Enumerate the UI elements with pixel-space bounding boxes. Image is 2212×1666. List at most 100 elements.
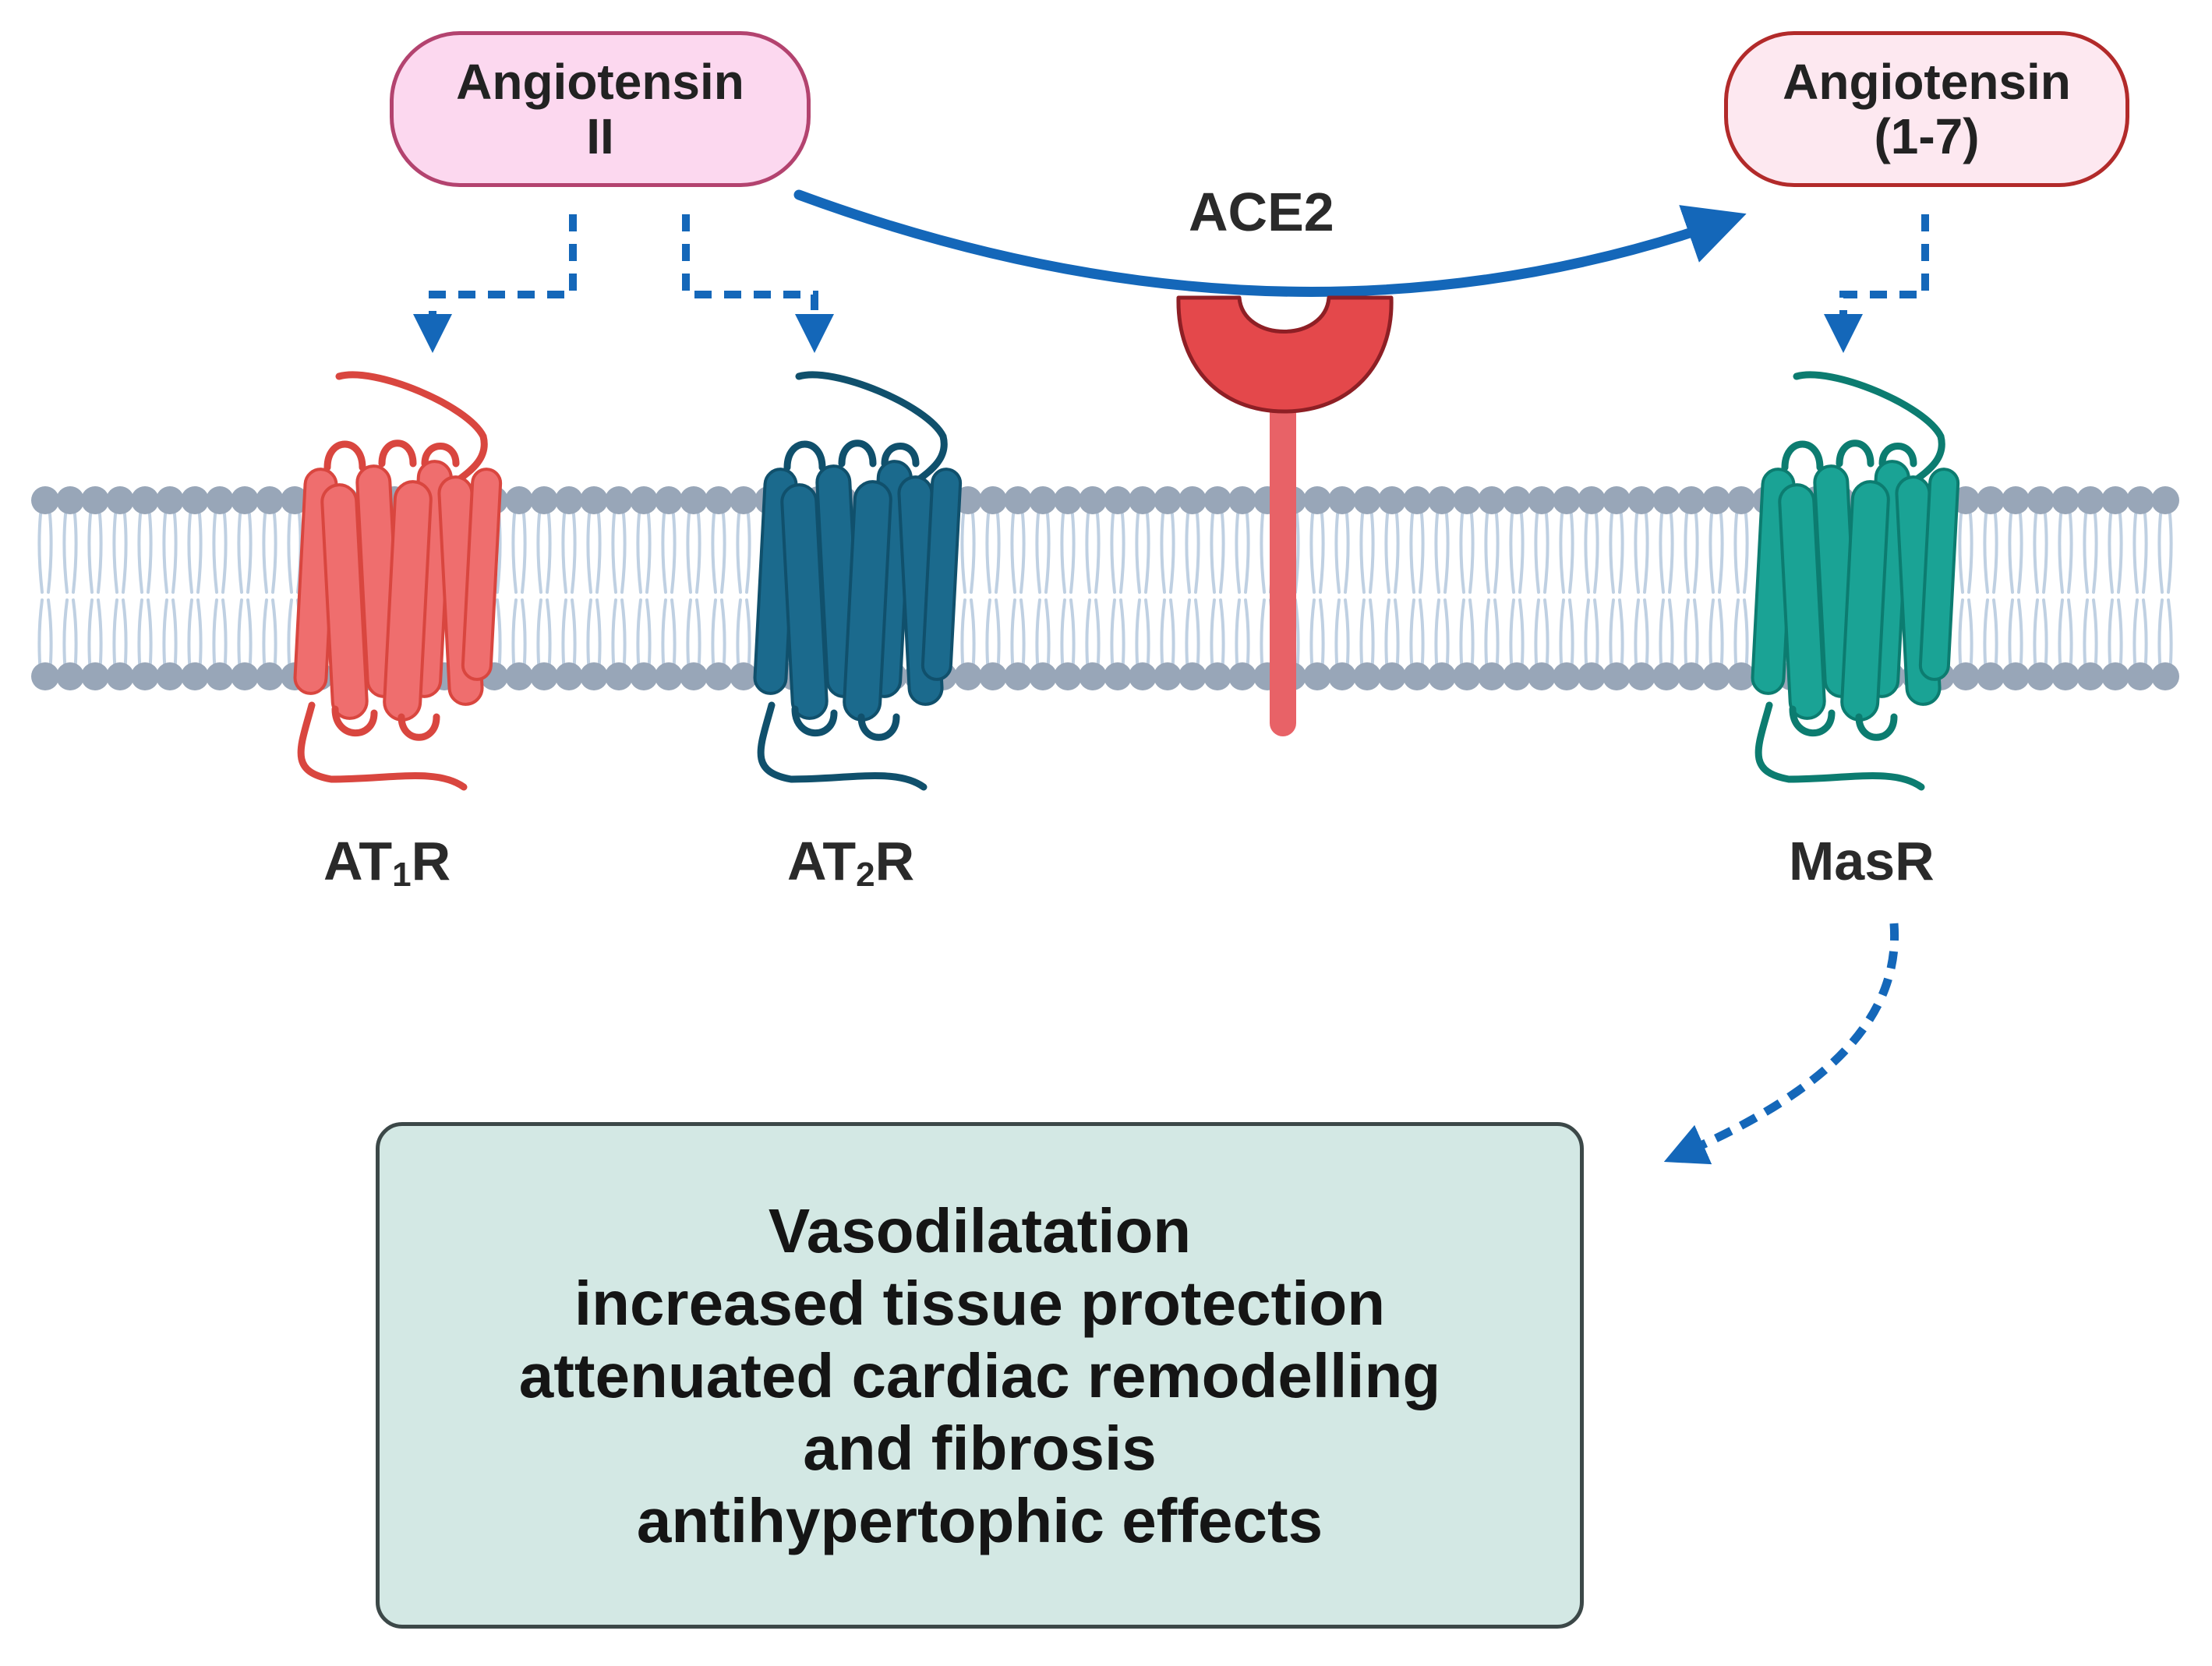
lipid-tail	[1559, 513, 1574, 676]
lipid-head	[1178, 486, 1207, 514]
lipid-head	[1303, 662, 1331, 690]
effect-line: antihypertophic effects	[636, 1485, 1323, 1555]
lipid-head	[2026, 486, 2055, 514]
ace2-label: ACE2	[1189, 182, 1334, 242]
lipid-head	[1029, 662, 1057, 690]
receptor-helix	[1918, 468, 1960, 681]
lipid-head	[1677, 486, 1705, 514]
lipid-tail	[137, 513, 153, 676]
at1r-label-prefix: AT	[323, 831, 393, 891]
lipid-head	[31, 486, 59, 514]
lipid-head	[1977, 486, 2005, 514]
lipid-head	[56, 486, 84, 514]
lipid-head	[1328, 486, 1356, 514]
lipid-head	[705, 662, 733, 690]
lipid-tail	[2132, 513, 2148, 676]
lipid-head	[181, 662, 209, 690]
lipid-head	[1228, 486, 1256, 514]
lipid-head	[2076, 662, 2104, 690]
lipid-tail	[1359, 513, 1375, 676]
lipid-head	[131, 486, 159, 514]
lipid-tail	[661, 513, 677, 676]
lipid-head	[655, 486, 683, 514]
lipid-tail	[561, 513, 577, 676]
lipid-head	[1578, 486, 1606, 514]
lipid-head	[1303, 486, 1331, 514]
lipid-tail	[1684, 513, 1699, 676]
receptor-c-terminus	[297, 701, 468, 791]
lipid-head	[2051, 662, 2079, 690]
lipid-head	[2101, 486, 2129, 514]
lipid-head	[31, 662, 59, 690]
receptor-extracellular-loops	[1781, 439, 1917, 471]
angiotensin-1-7-line2: (1-7)	[1874, 108, 1980, 164]
dashed-arrow-ang17-to-masr	[1824, 214, 1929, 353]
effect-line: Vasodilatation	[768, 1195, 1192, 1265]
lipid-head	[705, 486, 733, 514]
lipid-tail	[112, 513, 128, 676]
lipid-head	[630, 486, 658, 514]
lipid-tail	[1110, 513, 1125, 676]
lipid-tail	[1384, 513, 1400, 676]
lipid-head	[1378, 486, 1406, 514]
lipid-tail	[1459, 513, 1475, 676]
lipid-tail	[1708, 513, 1724, 676]
lipid-head	[630, 662, 658, 690]
lipid-head	[1453, 486, 1481, 514]
lipid-tail	[187, 513, 203, 676]
lipid-head	[2076, 486, 2104, 514]
lipid-head	[580, 486, 608, 514]
lipid-head	[181, 486, 209, 514]
lipid-head	[979, 662, 1007, 690]
at2r-label-prefix: AT	[787, 831, 857, 891]
lipid-tail	[2083, 513, 2098, 676]
lipid-tail	[1135, 513, 1150, 676]
receptor-helix	[320, 483, 369, 720]
at2r-receptor	[753, 371, 963, 791]
lipid-head	[1004, 662, 1032, 690]
lipid-head	[1652, 662, 1680, 690]
lipid-tail	[87, 513, 103, 676]
receptor-c-terminus	[1754, 701, 1925, 791]
lipid-head	[2126, 486, 2154, 514]
lipid-head	[256, 662, 284, 690]
lipid-head	[2101, 662, 2129, 690]
lipid-tail	[1509, 513, 1525, 676]
lipid-head	[1977, 662, 2005, 690]
lipid-tail	[1160, 513, 1175, 676]
lipid-head	[2002, 662, 2030, 690]
lipid-head	[555, 662, 583, 690]
lipid-tail	[586, 513, 602, 676]
angiotensin-ii-box: Angiotensin II	[390, 31, 811, 187]
lipid-head	[1403, 662, 1431, 690]
receptor-helix	[461, 468, 503, 681]
lipid-head	[206, 486, 234, 514]
angiotensin-ii-line2: II	[586, 108, 614, 164]
lipid-head	[605, 486, 633, 514]
lipid-head	[106, 662, 134, 690]
lipid-head	[1503, 486, 1531, 514]
lipid-head	[954, 662, 982, 690]
lipid-head	[1029, 486, 1057, 514]
at1r-label: AT1R	[323, 830, 451, 895]
lipid-tail	[985, 513, 1001, 676]
lipid-head	[1478, 486, 1506, 514]
lipid-head	[2151, 662, 2179, 690]
lipid-tail	[212, 513, 228, 676]
lipid-tail	[536, 513, 552, 676]
lipid-head	[505, 486, 533, 514]
lipid-tail	[511, 513, 527, 676]
lipid-head	[530, 486, 558, 514]
ace2-conversion-arrow	[793, 189, 1747, 297]
receptor-extracellular-loops	[323, 439, 460, 471]
lipid-head	[1478, 662, 1506, 690]
masr-receptor	[1751, 371, 1960, 791]
effect-line: attenuated cardiac remodelling	[518, 1340, 1441, 1410]
lipid-head	[1627, 486, 1655, 514]
lipid-tail	[1484, 513, 1500, 676]
lipid-head	[206, 662, 234, 690]
lipid-head	[655, 662, 683, 690]
lipid-head	[555, 486, 583, 514]
lipid-tail	[1409, 513, 1425, 676]
